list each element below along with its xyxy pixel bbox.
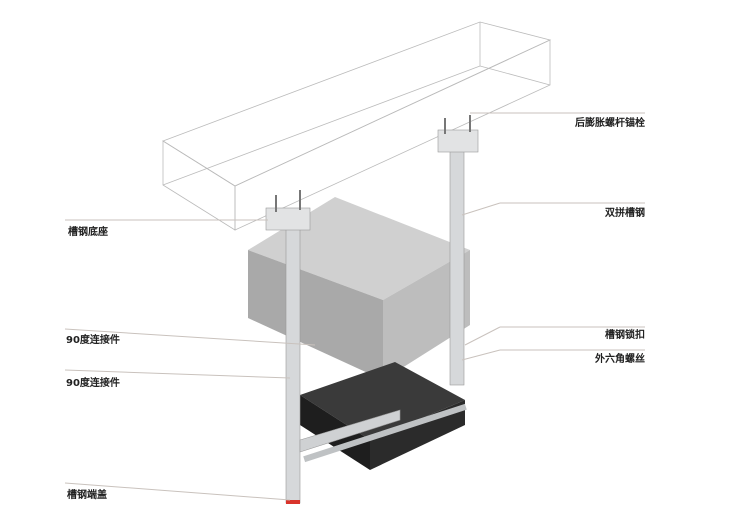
label-channel-end-cap: 槽钢端盖 bbox=[67, 490, 107, 501]
label-90-connector-2: 90度连接件 bbox=[66, 378, 120, 389]
label-channel-lock: 槽钢锁扣 bbox=[605, 330, 645, 341]
left-channel-steel bbox=[265, 190, 401, 504]
label-90-connector-1: 90度连接件 bbox=[66, 335, 120, 346]
leader-lines bbox=[64, 112, 645, 501]
label-hex-screw: 外六角螺丝 bbox=[595, 354, 645, 365]
label-channel-base: 槽钢底座 bbox=[68, 227, 108, 238]
channel-end-cap bbox=[286, 500, 300, 504]
label-double-channel: 双拼槽钢 bbox=[605, 208, 645, 219]
right-channel-steel bbox=[437, 115, 479, 386]
label-anchor-bolt: 后膨胀螺杆锚栓 bbox=[575, 118, 645, 129]
ceiling-slab-wireframe bbox=[162, 21, 552, 231]
